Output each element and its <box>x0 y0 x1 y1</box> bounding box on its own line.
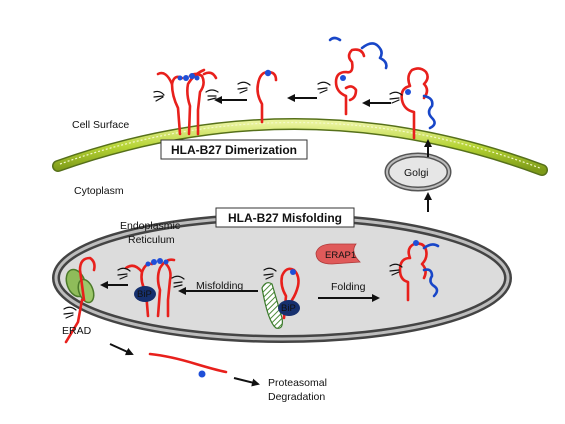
bip-center: BiP <box>278 300 300 316</box>
hla-b27-free-heavy-chain <box>237 69 278 124</box>
er-label-line2: Reticulum <box>128 234 175 246</box>
retrotranslocon <box>63 256 96 344</box>
dimerization-box-label: HLA-B27 Dimerization <box>171 143 297 157</box>
chaperone-calnexin <box>261 282 283 329</box>
bip-center-label: BiP <box>281 303 296 314</box>
bip-left: BiP <box>134 286 156 302</box>
proteasomal-label-line2: Degradation <box>268 391 325 403</box>
proteasomal-label-line1: Proteasomal <box>268 377 327 389</box>
cell-surface-label: Cell Surface <box>72 119 129 131</box>
degraded-heavy-chain <box>148 352 228 378</box>
folding-label: Folding <box>331 281 366 293</box>
misfolding-box: HLA-B27 Misfolding <box>215 207 355 228</box>
erap1-enzyme: ERAP1 <box>315 243 361 265</box>
golgi-label: Golgi <box>404 167 429 179</box>
hla-b27-nascent-er <box>261 267 300 329</box>
arrow-erad <box>109 343 134 356</box>
erap1-label: ERAP1 <box>325 250 356 261</box>
erad-label: ERAD <box>62 325 92 337</box>
hla-b27-nascent-surface <box>389 67 436 140</box>
er-label-line1: Endoplasmic <box>120 220 180 232</box>
dimerization-box: HLA-B27 Dimerization <box>160 139 308 160</box>
misfolding-label: Misfolding <box>196 280 243 292</box>
hla-b27-misfolded-dimer <box>117 258 185 318</box>
misfolding-box-label: HLA-B27 Misfolding <box>228 211 342 225</box>
arrow-proteasome <box>233 377 260 387</box>
hla-b27-folded-surface <box>317 36 388 116</box>
cytoplasm-label: Cytoplasm <box>74 185 124 197</box>
bip-left-label: BiP <box>137 289 152 300</box>
hla-b27-dimer-surface <box>153 68 219 136</box>
hla-b27-folded-er <box>389 240 440 302</box>
